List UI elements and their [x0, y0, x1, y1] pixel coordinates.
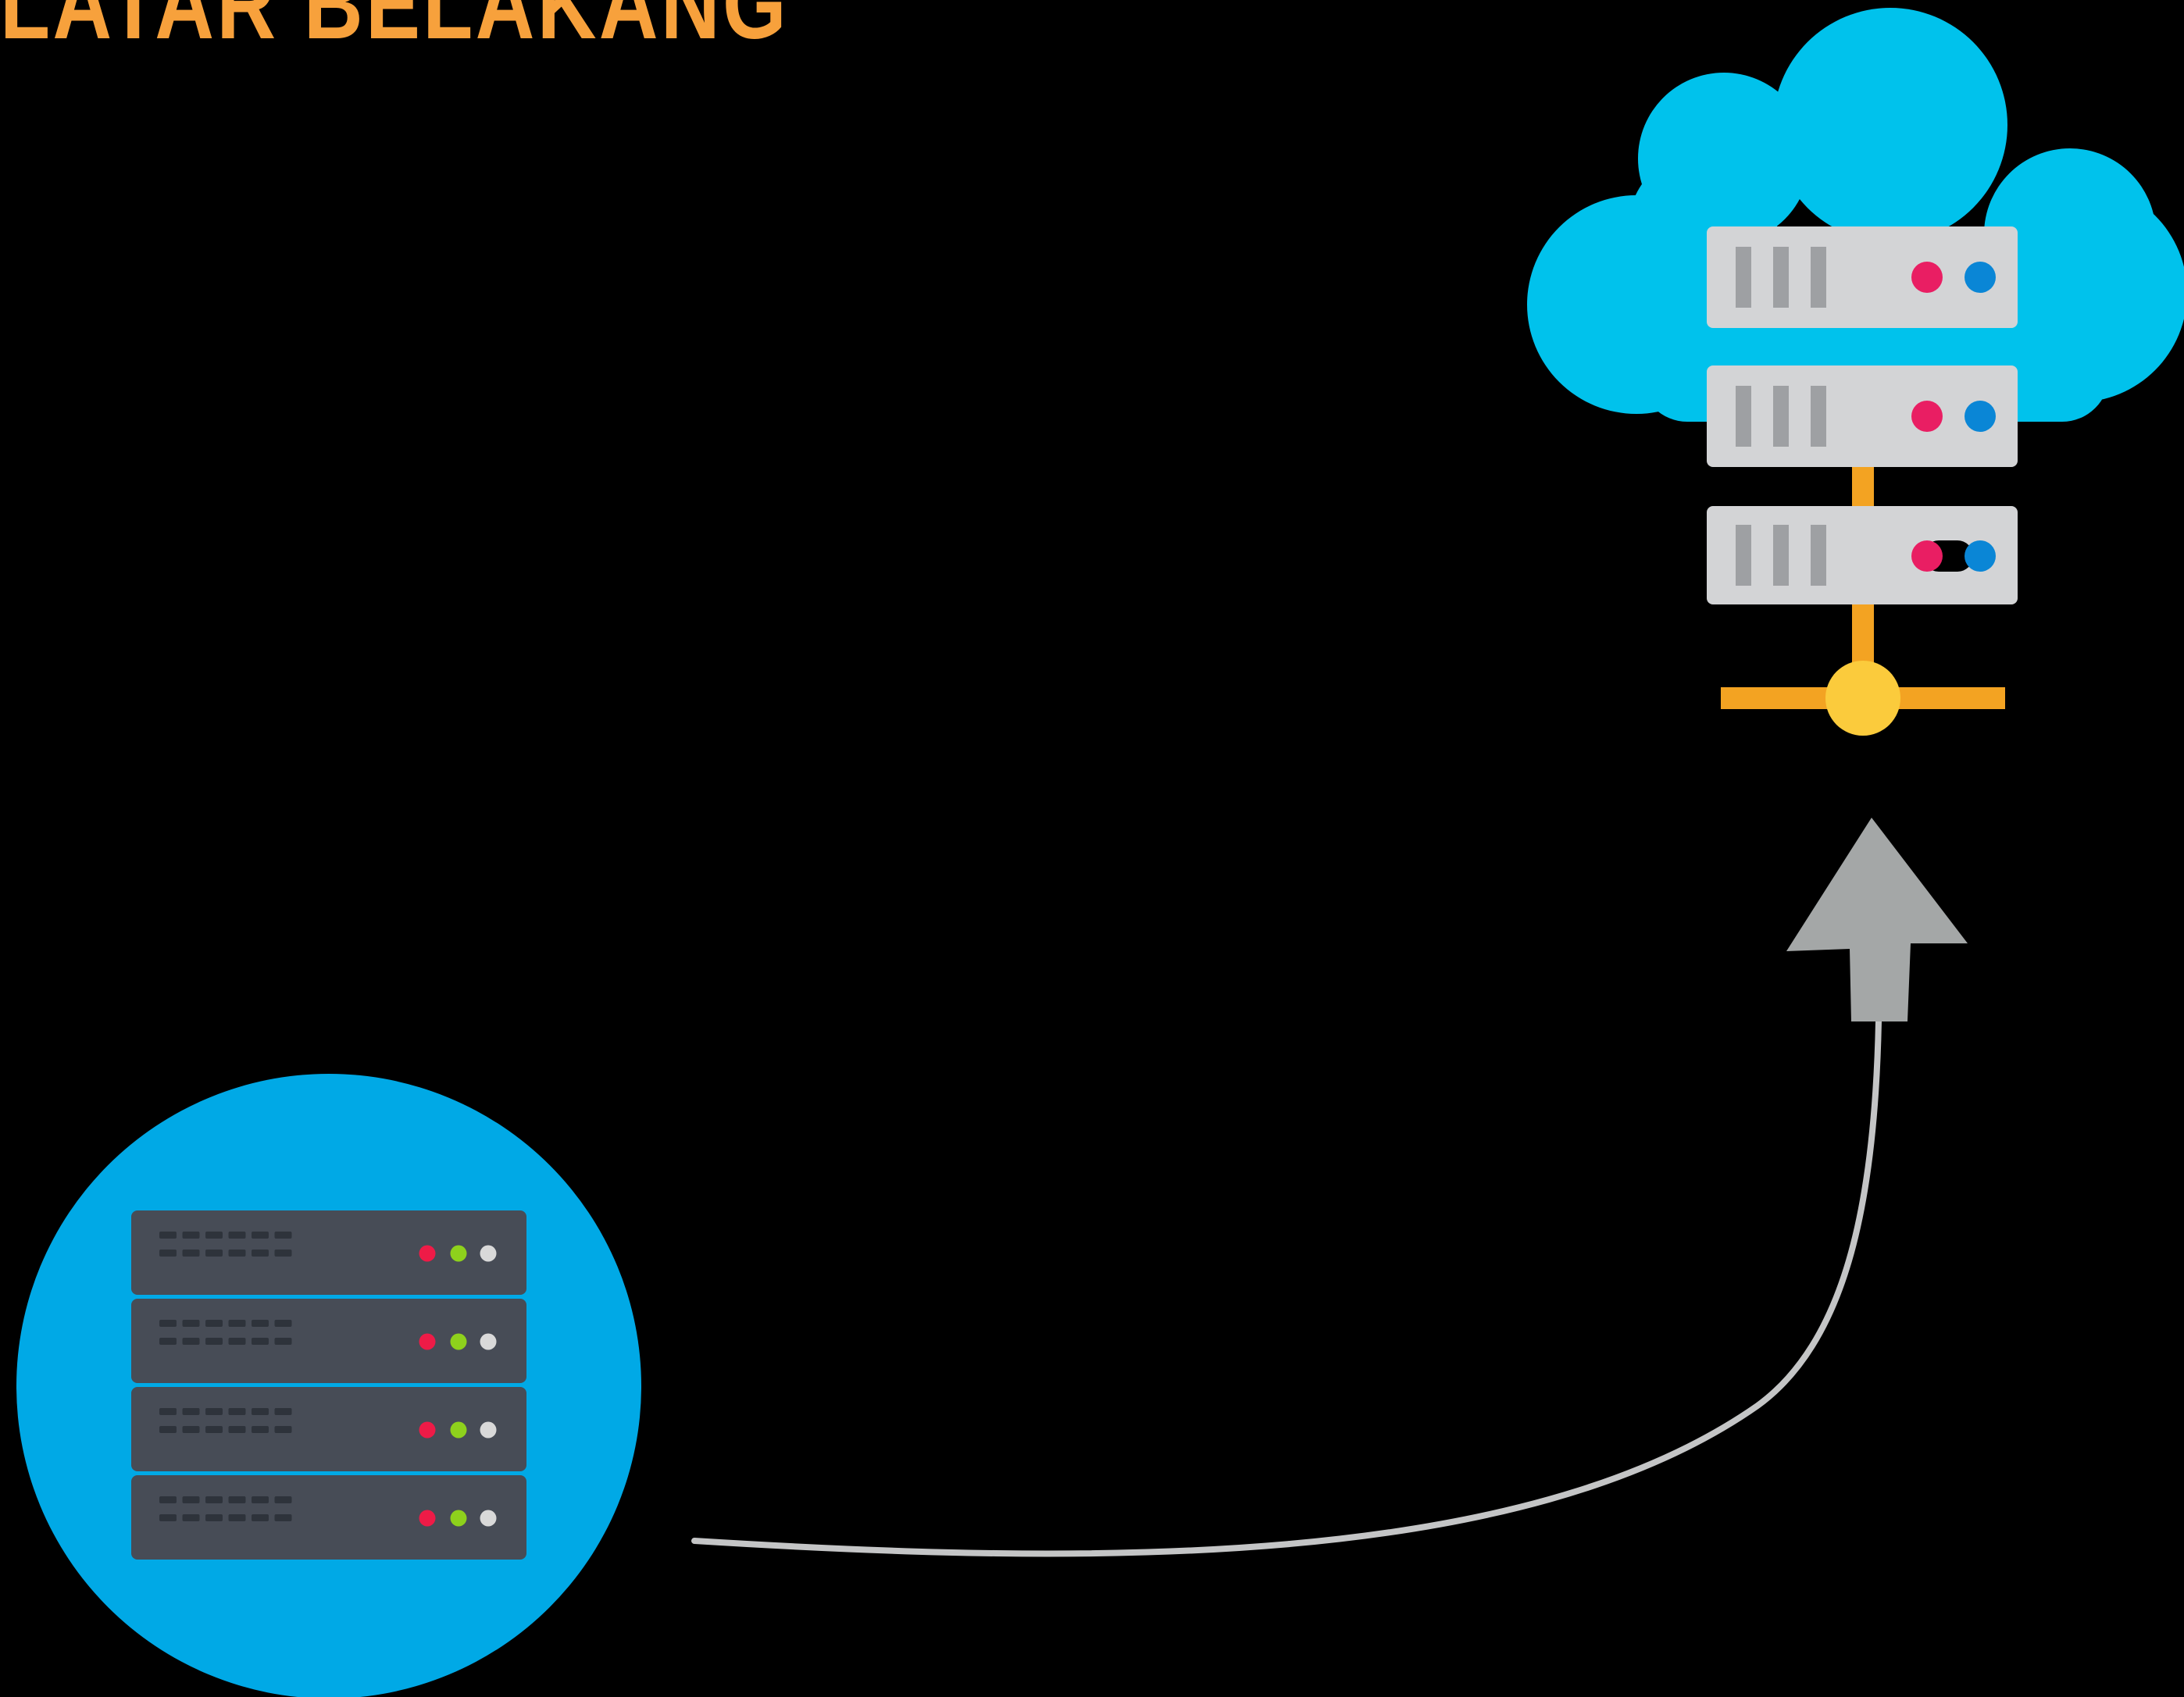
status-led-red	[419, 1333, 436, 1350]
cloud-server-unit	[1707, 506, 2018, 604]
status-led-green	[450, 1245, 467, 1262]
server-rack-unit	[131, 1210, 526, 1295]
status-led-white	[480, 1421, 497, 1439]
status-led-white	[480, 1510, 497, 1527]
server-rack-unit	[131, 1387, 526, 1471]
cloud-shape	[1527, 8, 2184, 422]
server-rack-units	[131, 1210, 526, 1560]
cloud-server-unit	[1707, 226, 2018, 328]
status-led-green	[450, 1421, 467, 1439]
cloud-server-icon	[1527, 8, 2184, 736]
server-rack-icon	[16, 1074, 641, 1697]
connection-arrow-icon	[691, 818, 1968, 1557]
server-rack-unit	[131, 1475, 526, 1560]
status-led-red	[419, 1245, 436, 1262]
connector-curve	[691, 1018, 1882, 1557]
status-led-green	[450, 1510, 467, 1527]
server-rack-background	[16, 1074, 641, 1697]
status-led-white	[480, 1333, 497, 1350]
network-node-icon	[1825, 661, 1900, 736]
server-rack-unit	[131, 1299, 526, 1383]
arrow-head	[1786, 818, 1968, 1021]
status-led-red	[419, 1510, 436, 1527]
page-title: LATAR BELAKANG	[0, 0, 789, 60]
status-led-red	[419, 1421, 436, 1439]
status-led-white	[480, 1245, 497, 1262]
status-led-green	[450, 1333, 467, 1350]
cloud-server-unit	[1707, 365, 2018, 467]
